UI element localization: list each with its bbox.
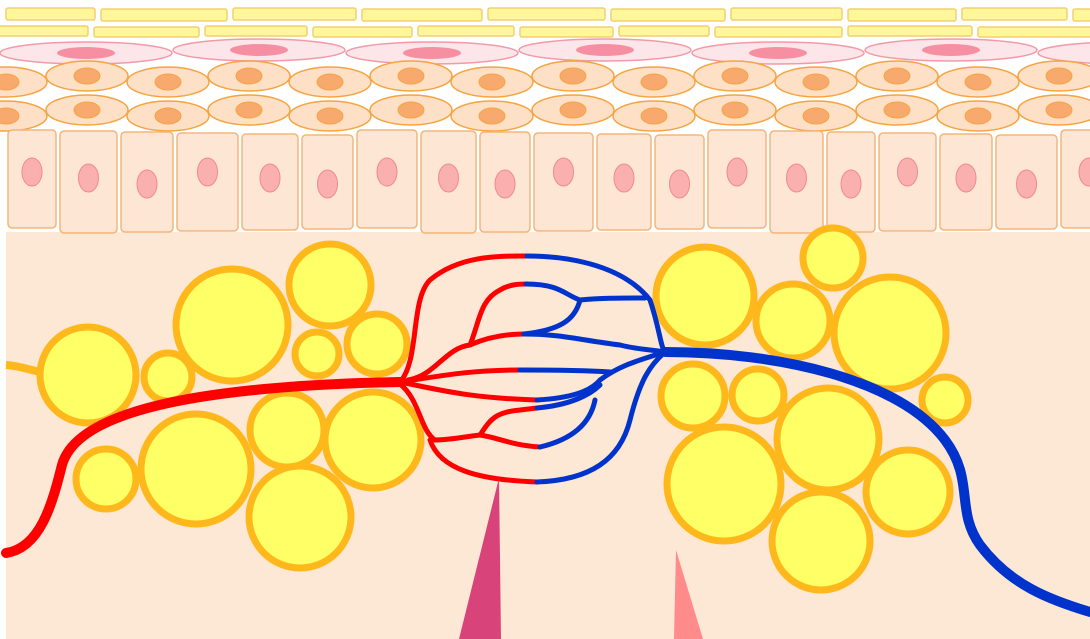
keratin-strip xyxy=(233,8,356,20)
spinous-cell-nucleus xyxy=(74,102,100,118)
spinous-cell-nucleus xyxy=(965,108,991,124)
spinous-cell-nucleus xyxy=(398,68,424,84)
spinous-cell-nucleus xyxy=(965,74,991,90)
keratin-strip xyxy=(619,26,709,36)
spinous-cell-nucleus xyxy=(317,74,343,90)
keratin-strip xyxy=(962,8,1067,20)
basal-cell-nucleus xyxy=(614,164,634,192)
basal-cell-nucleus xyxy=(670,170,690,198)
keratin-strip xyxy=(6,8,95,20)
keratin-strip xyxy=(1073,9,1090,21)
spinous-cell-nucleus xyxy=(560,68,586,84)
adipocyte xyxy=(295,332,339,376)
adipocyte xyxy=(732,369,784,421)
spinous-cell-nucleus xyxy=(1046,68,1072,84)
keratin-strip xyxy=(101,9,227,21)
adipocyte xyxy=(667,427,781,541)
spinous-cell-layer xyxy=(0,61,1090,131)
spinous-cell-nucleus xyxy=(236,102,262,118)
spinous-cell-nucleus xyxy=(74,68,100,84)
adipocyte xyxy=(803,228,863,288)
basal-cell-nucleus xyxy=(495,170,515,198)
keratin-strip xyxy=(848,9,956,21)
keratin-strip xyxy=(362,9,482,21)
flat-cell-nucleus xyxy=(576,44,634,56)
spinous-cell-nucleus xyxy=(560,102,586,118)
adipocyte xyxy=(250,393,324,467)
basal-cell-nucleus xyxy=(1017,170,1037,198)
spinous-cell-nucleus xyxy=(398,102,424,118)
basal-cell-nucleus xyxy=(956,164,976,192)
basal-cell-nucleus xyxy=(198,158,218,186)
keratin-strip xyxy=(731,8,842,20)
basal-cell-nucleus xyxy=(898,158,918,186)
basal-cell-nucleus xyxy=(554,158,574,186)
keratin-strip xyxy=(94,27,199,37)
adipocyte xyxy=(141,414,251,524)
adipocyte xyxy=(656,247,754,345)
spinous-cell-nucleus xyxy=(479,108,505,124)
spinous-cell-nucleus xyxy=(236,68,262,84)
keratin-strip xyxy=(848,26,972,36)
basal-cell-nucleus xyxy=(841,170,861,198)
spinous-cell-nucleus xyxy=(155,108,181,124)
spinous-cell-nucleus xyxy=(641,74,667,90)
basal-cell-nucleus xyxy=(79,164,99,192)
adipocyte xyxy=(772,492,870,590)
basal-cell-nucleus xyxy=(727,158,747,186)
keratin-strip xyxy=(0,26,88,36)
keratin-layer xyxy=(0,8,1090,37)
adipocyte xyxy=(40,327,136,423)
keratin-strip xyxy=(520,27,613,37)
spinous-cell-nucleus xyxy=(479,74,505,90)
keratin-strip xyxy=(611,9,725,21)
spinous-cell-nucleus xyxy=(722,68,748,84)
flat-cell-nucleus xyxy=(57,47,115,59)
spinous-cell-nucleus xyxy=(317,108,343,124)
spinous-cell-nucleus xyxy=(155,74,181,90)
adipocyte xyxy=(866,450,950,534)
adipocyte xyxy=(289,244,371,326)
spinous-cell-nucleus xyxy=(0,108,19,124)
adipocyte xyxy=(249,466,351,568)
flat-cell-nucleus xyxy=(922,44,980,56)
basal-cell-nucleus xyxy=(318,170,338,198)
flat-cell-nucleus xyxy=(403,47,461,59)
adipocyte xyxy=(756,284,830,358)
adipocyte xyxy=(777,388,879,490)
spinous-cell-nucleus xyxy=(884,102,910,118)
basal-cell-nucleus xyxy=(137,170,157,198)
keratin-strip xyxy=(715,27,842,37)
adipocyte xyxy=(834,277,946,389)
spinous-cell-nucleus xyxy=(803,74,829,90)
spinous-cell-nucleus xyxy=(722,102,748,118)
keratin-strip xyxy=(418,26,514,36)
flat-cell-nucleus xyxy=(749,47,807,59)
keratin-strip xyxy=(488,8,605,20)
basal-cell-nucleus xyxy=(22,158,42,186)
spinous-cell-nucleus xyxy=(884,68,910,84)
flattened-cell-layer xyxy=(0,39,1090,64)
adipocyte xyxy=(76,449,136,509)
adipocyte xyxy=(347,314,407,374)
basal-cell-nucleus xyxy=(260,164,280,192)
keratin-strip xyxy=(313,27,412,37)
basal-cell-layer xyxy=(8,130,1090,233)
spinous-cell-nucleus xyxy=(803,108,829,124)
adipocyte xyxy=(176,269,288,381)
spinous-cell-nucleus xyxy=(1046,102,1072,118)
spinous-cell-nucleus xyxy=(641,108,667,124)
basal-cell-nucleus xyxy=(787,164,807,192)
keratin-strip xyxy=(978,27,1090,37)
spinous-cell-nucleus xyxy=(0,74,19,90)
basal-cell-nucleus xyxy=(377,158,397,186)
basal-cell-nucleus xyxy=(439,164,459,192)
adipocyte xyxy=(325,392,421,488)
keratin-strip xyxy=(205,26,307,36)
flat-cell-nucleus xyxy=(230,44,288,56)
adipocyte xyxy=(661,364,725,428)
